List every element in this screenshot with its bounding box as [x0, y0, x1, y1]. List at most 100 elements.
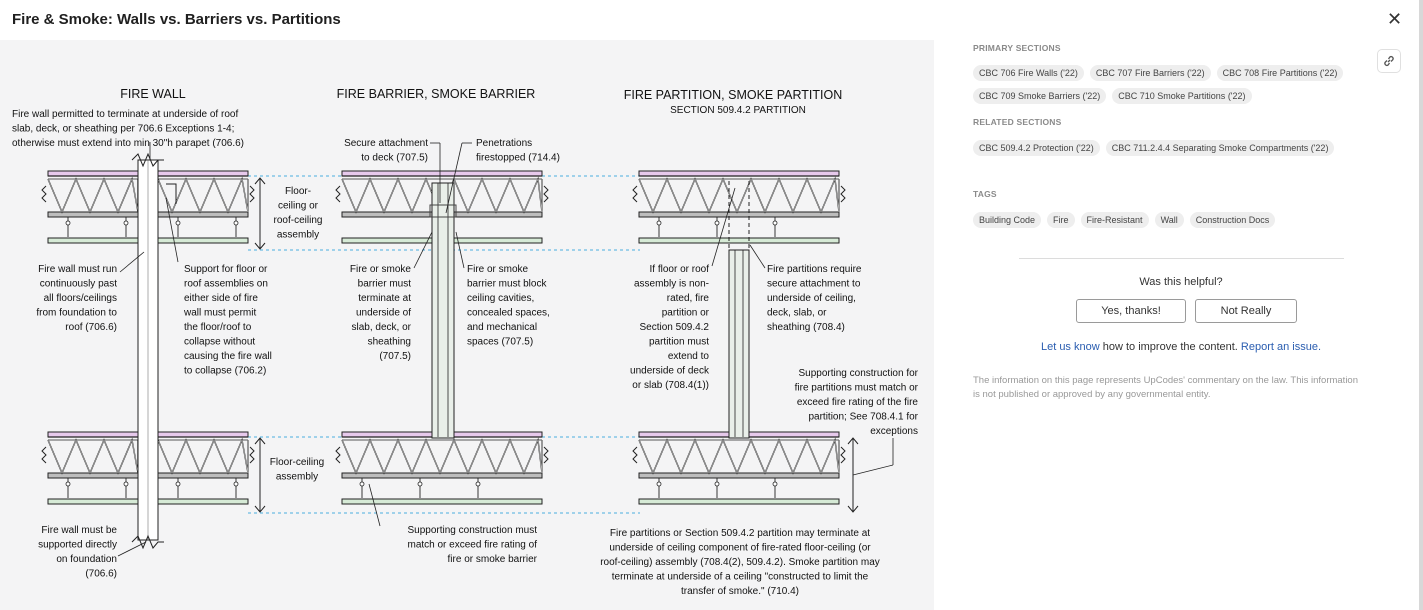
hanger-clip: [417, 481, 423, 487]
tag-chip[interactable]: Building Code: [973, 212, 1042, 228]
note-partition-bottom: Fire partitions or Section 509.4.2 parti…: [600, 528, 880, 597]
close-icon[interactable]: ✕: [1387, 9, 1403, 29]
ceiling-board: [157, 498, 249, 505]
disclaimer: The information on this page represents …: [973, 375, 1359, 400]
sidebar: PRIMARY SECTIONS CBC 706 Fire Walls ('22…: [934, 40, 1423, 610]
break-symbol: [840, 446, 846, 464]
primary-sections-label: PRIMARY SECTIONS: [973, 43, 1061, 53]
break-symbol: [840, 185, 846, 203]
dimension-arrows: [847, 437, 859, 513]
hanger-clip: [175, 220, 181, 226]
truss-web: [47, 437, 139, 475]
ceiling-board: [341, 498, 543, 505]
hanger-clip: [359, 481, 365, 487]
roof-membrane: [157, 170, 249, 177]
no-button[interactable]: Not Really: [1195, 299, 1297, 323]
yes-button[interactable]: Yes, thanks!: [1076, 299, 1186, 323]
truss-web-highlight: [47, 178, 139, 213]
hanger-clip: [772, 481, 778, 487]
truss-web-highlight: [638, 178, 840, 213]
tags-list: Building Code Fire Fire-Resistant Wall Const…: [973, 212, 1383, 228]
primary-section-chip[interactable]: CBC 707 Fire Barriers ('22): [1089, 65, 1211, 81]
truss-web-highlight: [157, 178, 249, 213]
feedback-text: Let us know how to improve the content. …: [934, 341, 1423, 353]
roof-membrane: [47, 431, 139, 438]
bottom-chord: [157, 472, 249, 479]
leader-line: [165, 197, 179, 263]
hanger-clip: [475, 481, 481, 487]
note-fire-wall-top: Fire wall permitted to terminate at unde…: [12, 109, 244, 149]
hanger-clip: [656, 220, 662, 226]
break-symbol: [41, 185, 47, 203]
hanger-clip: [714, 481, 720, 487]
related-section-chip[interactable]: CBC 509.4.2 Protection ('22): [973, 140, 1100, 156]
dimension-arrows: [254, 437, 266, 513]
break-symbol: [249, 185, 255, 203]
primary-section-chip[interactable]: CBC 708 Fire Partitions ('22): [1216, 65, 1344, 81]
roof-membrane: [341, 170, 543, 177]
bottom-chord: [47, 211, 139, 218]
tag-chip[interactable]: Fire: [1047, 212, 1075, 228]
scrollbar[interactable]: [1419, 0, 1423, 610]
related-sections-list: CBC 509.4.2 Protection ('22) CBC 711.2.4.…: [973, 140, 1383, 156]
truss-web-highlight: [47, 439, 139, 474]
leader-line: [119, 251, 145, 273]
break-symbol: [543, 185, 549, 203]
primary-section-chip[interactable]: CBC 710 Smoke Partitions ('22): [1112, 88, 1252, 104]
ceiling-board: [157, 237, 249, 244]
leader-line: [445, 142, 463, 214]
related-section-chip[interactable]: CBC 711.2.4.4 Separating Smoke Compartme…: [1105, 140, 1335, 156]
dimension-arrows: [254, 177, 266, 250]
hanger-clip: [233, 220, 239, 226]
heading-fire-partition: FIRE PARTITION, SMOKE PARTITION: [624, 88, 843, 102]
break-symbol: [131, 534, 164, 550]
bottom-chord: [47, 472, 139, 479]
hanger-clip: [65, 220, 71, 226]
tag-chip[interactable]: Fire-Resistant: [1080, 212, 1149, 228]
ceiling-board: [47, 498, 139, 505]
truss-web-highlight: [638, 439, 840, 474]
tag-chip[interactable]: Construction Docs: [1189, 212, 1276, 228]
bottom-chord: [341, 472, 543, 479]
related-sections-label: RELATED SECTIONS: [973, 117, 1062, 127]
heading-fire-barrier: FIRE BARRIER, SMOKE BARRIER: [337, 87, 536, 101]
hanger-clip: [123, 481, 129, 487]
break-symbol: [543, 446, 549, 464]
let-us-know-link[interactable]: Let us know: [1040, 341, 1100, 353]
primary-sections-list: CBC 706 Fire Walls ('22) CBC 707 Fire Bar…: [973, 65, 1383, 104]
support-angle: [166, 183, 177, 204]
primary-section-chip[interactable]: CBC 709 Smoke Barriers ('22): [973, 88, 1107, 104]
leader-line: [711, 187, 736, 267]
penetration-firestop: [429, 204, 457, 218]
break-symbol: [335, 185, 341, 203]
primary-section-chip[interactable]: CBC 706 Fire Walls ('22): [973, 65, 1084, 81]
leader-line: [749, 244, 766, 269]
hanger-clip: [123, 220, 129, 226]
truss-web-highlight: [341, 439, 543, 474]
roof-membrane: [638, 170, 840, 177]
tag-chip[interactable]: Wall: [1154, 212, 1184, 228]
copy-link-button[interactable]: [1377, 49, 1401, 73]
break-symbol: [131, 152, 164, 168]
report-issue-link[interactable]: Report an issue.: [1240, 341, 1322, 353]
helpful-question: Was this helpful?: [1139, 276, 1223, 288]
hanger-clip: [656, 481, 662, 487]
ceiling-board: [47, 237, 139, 244]
ceiling-board: [638, 498, 840, 505]
break-symbol: [632, 185, 638, 203]
bottom-chord: [638, 211, 840, 218]
